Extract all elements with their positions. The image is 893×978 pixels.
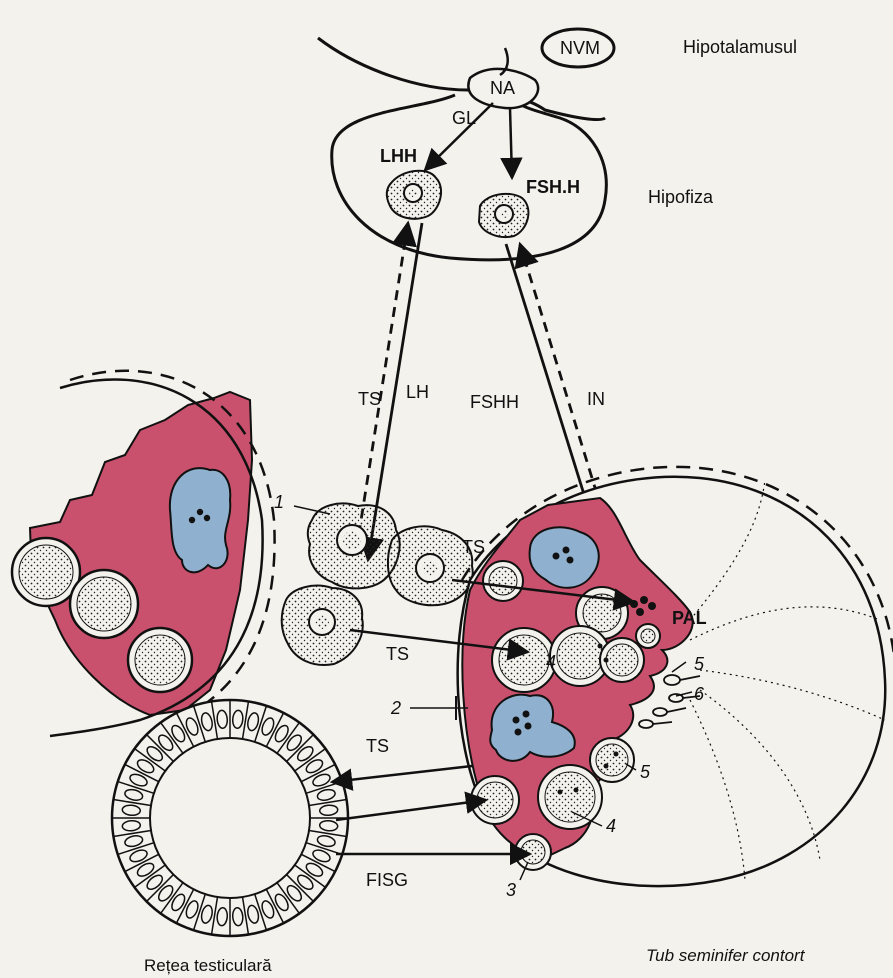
left-sertoli-nucleus — [170, 468, 230, 572]
seminiferous-tubule — [458, 467, 893, 886]
number-5-upper: 5 — [694, 654, 705, 674]
na-label: NA — [490, 78, 515, 98]
ts-arrow-3 — [332, 766, 472, 782]
tubule-caption: Tub seminifer contort — [646, 946, 806, 965]
fshh-cell-label: FSH.H — [526, 177, 580, 197]
lh-label: LH — [406, 382, 429, 402]
hypothalamus-label: Hipotalamusul — [683, 37, 797, 57]
fshh-label: FSHH — [470, 392, 519, 412]
ts-label-top: TS — [358, 389, 381, 409]
pituitary-label: Hipofiza — [648, 187, 714, 207]
fisg-label: FISG — [366, 870, 408, 890]
in-label: IN — [587, 389, 605, 409]
number-4-lower: 4 — [606, 816, 616, 836]
nvm-label: NVM — [560, 38, 600, 58]
rete-testis — [112, 700, 348, 936]
ts-label-rete: TS — [366, 736, 389, 756]
rete-testis-caption: Rețea testiculară — [144, 956, 272, 975]
number-1: 1 — [274, 492, 284, 512]
number-6: 6 — [694, 684, 705, 704]
hypothalamus-pituitary: NVM NA GL Hipotalamusul Hipofiza LHH FSH… — [318, 29, 797, 260]
number-2: 2 — [390, 698, 401, 718]
pal-label: PAL — [672, 608, 707, 628]
number-3: 3 — [506, 880, 516, 900]
number-5-lower: 5 — [640, 762, 651, 782]
gl-label: GL — [452, 108, 476, 128]
ts-feedback-arrow — [356, 223, 408, 552]
ts-arrow-4 — [336, 800, 486, 820]
left-tubule-section — [12, 371, 275, 736]
number-4-upper: 4 — [546, 652, 556, 672]
ts-label-cell: TS — [462, 537, 485, 557]
ts-label-mid: TS — [386, 644, 409, 664]
lhh-label: LHH — [380, 146, 417, 166]
